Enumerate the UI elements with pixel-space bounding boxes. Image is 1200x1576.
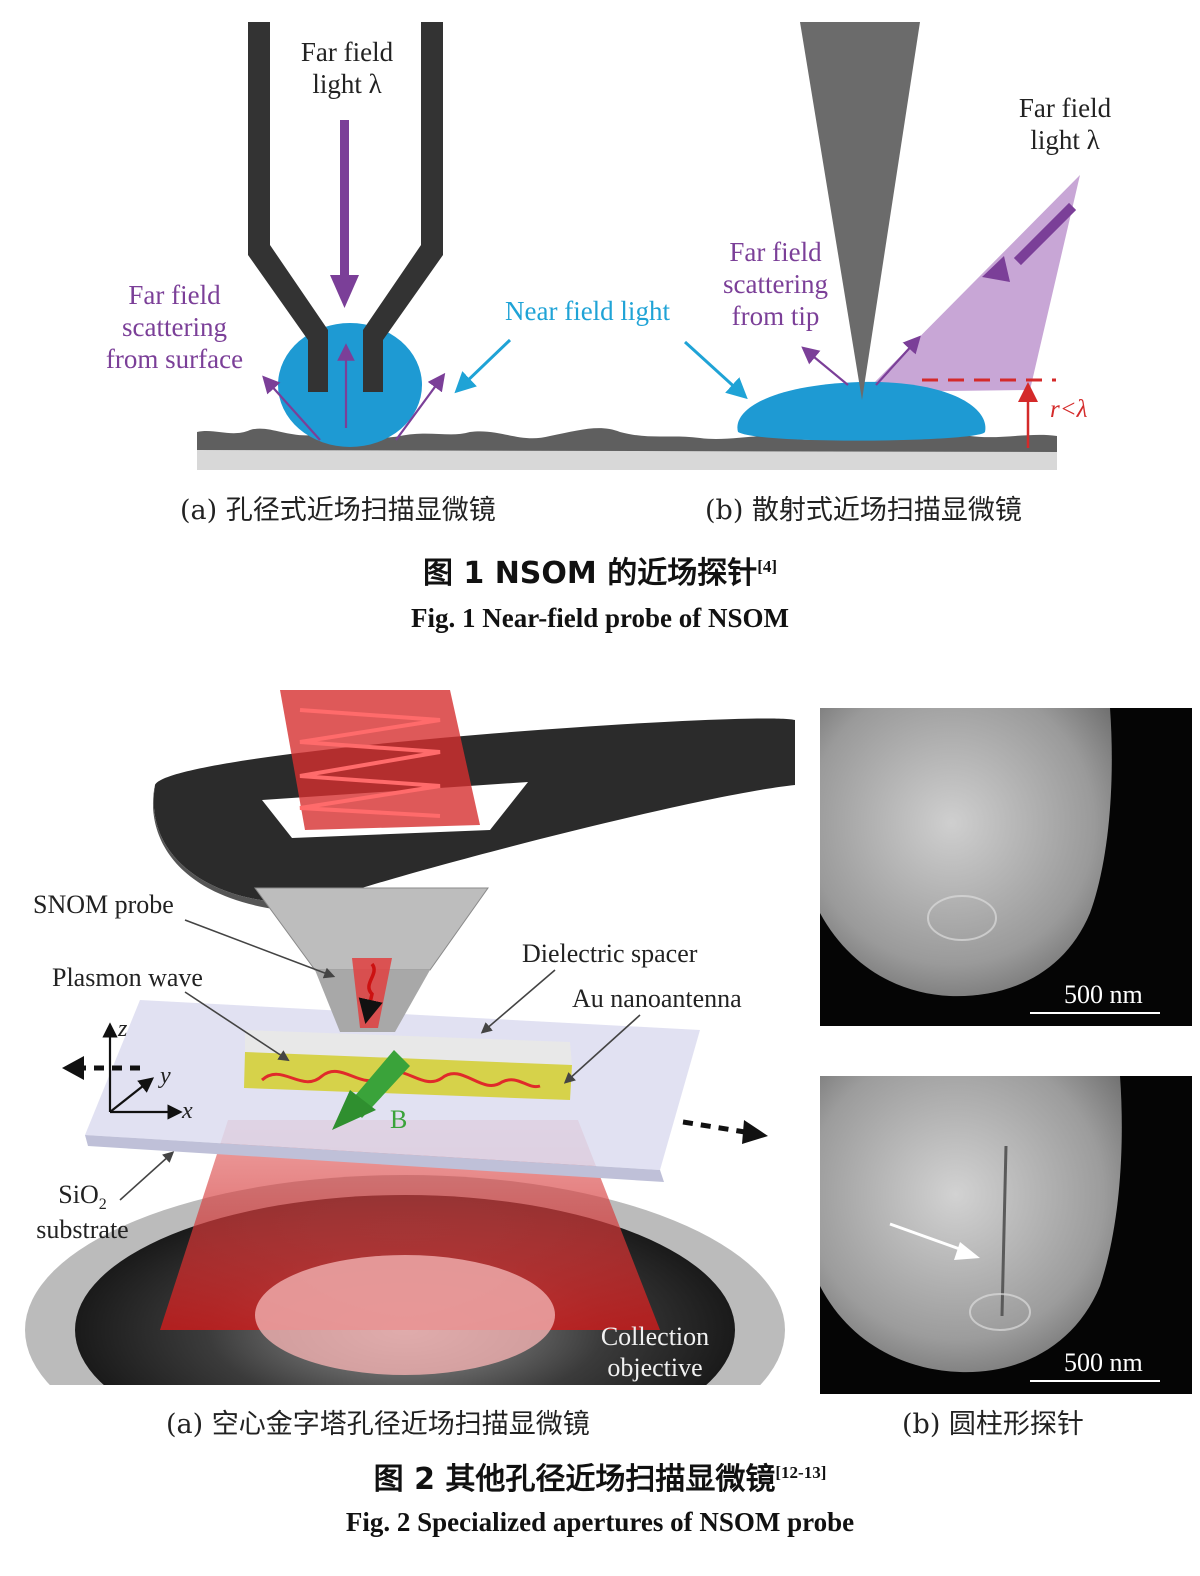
figure-1-caption-cn: 图 1 NSOM 的近场探针[4] — [0, 548, 1200, 592]
incident-light-arrow — [330, 275, 359, 308]
slit-pointer-arrow — [954, 1242, 980, 1260]
far-field-light-label-left: Far field light λ — [282, 37, 412, 101]
axis-y-label: y — [160, 1063, 171, 1089]
figure-1-caption-en: Fig. 1 Near-field probe of NSOM — [411, 603, 789, 633]
plasmon-wave — [260, 1069, 541, 1089]
collection-objective-label: Collection objective — [585, 1322, 725, 1383]
figure-1a-subcaption: (a) 孔径式近场扫描显微镜 — [180, 495, 496, 526]
caption-text: 图 1 NSOM 的近场探针 — [422, 556, 758, 591]
rough-sample-surface — [197, 428, 1057, 452]
far-field-scattering-tip-label: Far field scattering from tip — [708, 237, 843, 333]
caption-reference: [12-13] — [775, 1463, 827, 1482]
label-line: from tip — [731, 300, 820, 331]
far-field-scattering-surface-label: Far field scattering from surface — [92, 280, 257, 376]
substrate-text: substrate — [36, 1215, 129, 1245]
dielectric-spacer — [245, 1030, 572, 1065]
axis-x-label: x — [182, 1098, 193, 1124]
scale-bar-label-top: 500 nm — [1064, 980, 1143, 1009]
aperture-probe-left-wall — [248, 22, 328, 392]
caption-text: 图 2 其他孔径近场扫描显微镜 — [373, 1462, 776, 1497]
dielectric-spacer-label: Dielectric spacer — [522, 939, 698, 968]
substrate-base — [197, 450, 1057, 470]
figure-2-caption-en: Fig. 2 Specialized apertures of NSOM pro… — [345, 1507, 855, 1537]
probe-slit — [1000, 1145, 1008, 1317]
axis-z-label: z — [118, 1016, 128, 1042]
label-line: scattering — [122, 311, 227, 342]
b-field-label: B — [390, 1105, 408, 1134]
figure-1: Far field light λ Far field scattering f… — [0, 0, 1200, 640]
figure-2: SNOM probe Plasmon wave Dielectric space… — [0, 690, 1200, 1576]
near-field-blob-left — [278, 323, 422, 447]
snom-probe-label: SNOM probe — [33, 890, 174, 919]
scattering-tip — [800, 22, 920, 400]
au-nanoantenna-label: Au nanoantenna — [572, 984, 742, 1013]
sio2-line: SiO2 — [25, 1180, 140, 1215]
label-line: objective — [607, 1352, 703, 1382]
figure-1b-subcaption: (b) 散射式近场扫描显微镜 — [705, 495, 1022, 526]
figure-2-caption-cn: 图 2 其他孔径近场扫描显微镜[12-13] — [0, 1454, 1200, 1498]
aperture-probe-right-wall — [363, 22, 443, 392]
near-field-light-label: Near field light — [505, 296, 670, 326]
incident-light-arrow-right — [982, 256, 1010, 282]
near-field-blob-right — [737, 381, 986, 441]
incident-beam-right — [865, 175, 1080, 392]
b-field-arrow — [332, 1090, 376, 1130]
sem-image-top: 500 nm — [820, 708, 1192, 1026]
figure-2b-subcaption: (b) 圆柱形探针 — [902, 1409, 1084, 1440]
figure-2a-subcaption: (a) 空心金字塔孔径近场扫描显微镜 — [166, 1409, 590, 1440]
sio2-subscript: 2 — [98, 1196, 107, 1214]
pyramid-probe-base — [254, 887, 489, 971]
far-field-light-label-right: Far field light λ — [1000, 93, 1130, 157]
label-line: Collection — [600, 1322, 710, 1351]
label-line: Far field — [729, 237, 822, 267]
label-line: Far field — [300, 37, 394, 67]
label-line: Far field — [128, 280, 221, 310]
distance-label: r<λ — [1050, 396, 1088, 423]
label-line: light λ — [1030, 124, 1100, 155]
label-line: light λ — [312, 68, 382, 99]
caption-reference: [4] — [757, 557, 778, 576]
plasmon-wave-label: Plasmon wave — [52, 963, 203, 992]
cylindrical-probe-top — [820, 708, 1112, 997]
sio2-text: SiO — [58, 1180, 99, 1209]
cylindrical-probe-bottom — [820, 1076, 1122, 1373]
sio2-substrate-label: SiO2 substrate — [25, 1180, 140, 1246]
label-line: scattering — [723, 268, 828, 299]
incident-laser-beam — [280, 690, 480, 830]
figure-2a-illustration — [0, 690, 800, 1410]
label-line: from surface — [105, 343, 244, 374]
scale-bar-label-bottom: 500 nm — [1064, 1348, 1143, 1377]
sem-image-bottom: 500 nm — [820, 1076, 1192, 1394]
figure-1-illustration — [197, 22, 1080, 470]
label-line: Far field — [1018, 93, 1112, 123]
